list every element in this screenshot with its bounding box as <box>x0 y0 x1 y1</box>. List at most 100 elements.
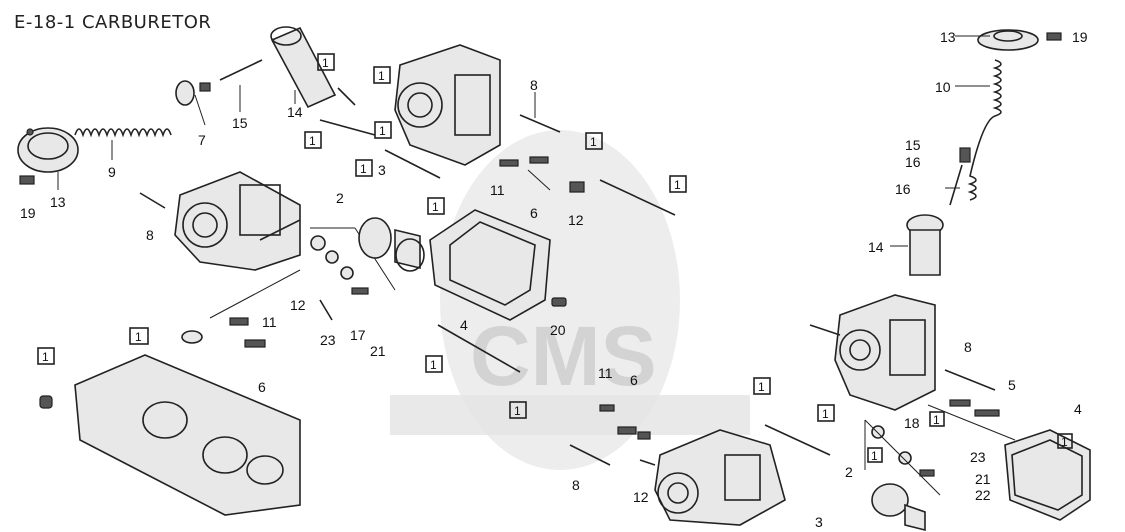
needle-16 <box>949 147 971 206</box>
screw-8-left <box>139 192 166 209</box>
float-bowl-4-center <box>429 209 551 321</box>
part-label: 19 <box>1072 29 1088 45</box>
svg-text:1: 1 <box>674 178 681 192</box>
box-1: 1 <box>427 197 445 215</box>
svg-text:1: 1 <box>758 380 765 394</box>
piston-3-left <box>358 217 425 272</box>
box-1: 1 <box>1057 433 1073 449</box>
box-1: 1 <box>753 377 771 395</box>
svg-text:1: 1 <box>871 449 878 463</box>
part-label: 12 <box>633 489 649 505</box>
part-label: 15 <box>905 137 921 153</box>
parts-set-5 <box>927 399 1016 441</box>
svg-text:1: 1 <box>933 413 940 427</box>
part-label: 14 <box>287 104 303 120</box>
intake-manifold <box>74 354 301 516</box>
svg-text:1: 1 <box>379 124 386 138</box>
svg-text:1: 1 <box>1061 435 1068 449</box>
part-label: 21 <box>370 343 386 359</box>
jets-11-6-left <box>209 269 301 348</box>
piston-3-right <box>871 483 926 532</box>
screw-8-bottom <box>569 444 611 466</box>
part-label: 6 <box>258 379 266 395</box>
part-label: 4 <box>1074 401 1082 417</box>
carburetor-right <box>809 294 936 411</box>
part-label: 15 <box>232 115 248 131</box>
float-bowl-4-right <box>1004 429 1091 521</box>
part-label: 8 <box>572 477 580 493</box>
part-label: 18 <box>904 415 920 431</box>
watermark: CMS <box>390 130 750 470</box>
plug-20 <box>551 297 567 307</box>
svg-text:1: 1 <box>430 358 437 372</box>
pipe-bottom-right <box>639 424 831 466</box>
svg-text:1: 1 <box>822 407 829 421</box>
part-label: 23 <box>970 449 986 465</box>
pipes-center <box>319 87 676 216</box>
part-label: 8 <box>146 227 154 243</box>
part-label: 6 <box>530 205 538 221</box>
part-label: 11 <box>262 314 277 330</box>
carburetor-left <box>174 171 301 271</box>
screw-8-right <box>944 369 996 391</box>
box-1: 1 <box>817 404 835 422</box>
plug-left <box>39 330 203 409</box>
part-label: 3 <box>378 162 386 178</box>
part-label: 16 <box>905 154 921 170</box>
part-label: 12 <box>568 212 584 228</box>
part-label: 19 <box>20 205 36 221</box>
box-1: 1 <box>585 132 603 150</box>
part-label: 5 <box>1008 377 1016 393</box>
box-1: 1 <box>374 121 392 139</box>
leader-lines <box>57 35 990 247</box>
callout-boxes: 1 1 1 1 1 1 1 1 1 1 1 1 1 1 1 1 1 <box>37 53 1073 463</box>
page-title: E-18-1 CARBURETOR <box>14 12 212 33</box>
part-label: 14 <box>868 239 884 255</box>
pipe-lower-center <box>437 324 521 373</box>
box-1: 1 <box>129 327 149 345</box>
screw-19-right <box>1046 32 1062 41</box>
svg-text:1: 1 <box>514 404 521 418</box>
top-cap-left <box>17 127 79 173</box>
svg-text:1: 1 <box>42 350 49 364</box>
spring-10 <box>967 59 1002 201</box>
svg-text:1: 1 <box>590 135 597 149</box>
piston-14-left <box>270 26 337 109</box>
box-1: 1 <box>669 175 687 193</box>
box-1: 1 <box>373 66 391 84</box>
svg-text:1: 1 <box>432 200 439 214</box>
top-cap-right <box>977 29 1039 51</box>
svg-text:1: 1 <box>360 162 367 176</box>
box-1: 1 <box>355 159 373 177</box>
part-label: 2 <box>336 190 344 206</box>
box-1: 1 <box>929 411 945 427</box>
part-label: 12 <box>290 297 306 313</box>
box-1: 1 <box>867 447 883 463</box>
part-label: 6 <box>630 372 638 388</box>
part-label: 17 <box>350 327 366 343</box>
part-label: 4 <box>460 317 468 333</box>
carburetor-bottom-center <box>654 429 786 526</box>
part-label: 3 <box>815 514 823 530</box>
part-label: 13 <box>50 194 66 210</box>
part-label: 2 <box>845 464 853 480</box>
box-1: 1 <box>509 401 527 419</box>
svg-text:1: 1 <box>135 330 142 344</box>
svg-text:1: 1 <box>322 56 329 70</box>
part-label: 10 <box>935 79 951 95</box>
part-label: 20 <box>550 322 566 338</box>
part-label: 21 <box>975 471 991 487</box>
screw-19-left <box>19 175 35 185</box>
screw-23-left <box>319 299 333 321</box>
jets-center <box>499 156 585 193</box>
part-label: 16 <box>895 181 911 197</box>
part-label: 9 <box>108 164 116 180</box>
watermark-text: CMS <box>470 309 657 403</box>
part-label: 13 <box>940 29 956 45</box>
jet-needle-15 <box>219 59 263 81</box>
box-1: 1 <box>304 131 322 149</box>
part-label: 7 <box>198 132 206 148</box>
box-1: 1 <box>425 355 443 373</box>
box-1: 1 <box>37 347 55 365</box>
